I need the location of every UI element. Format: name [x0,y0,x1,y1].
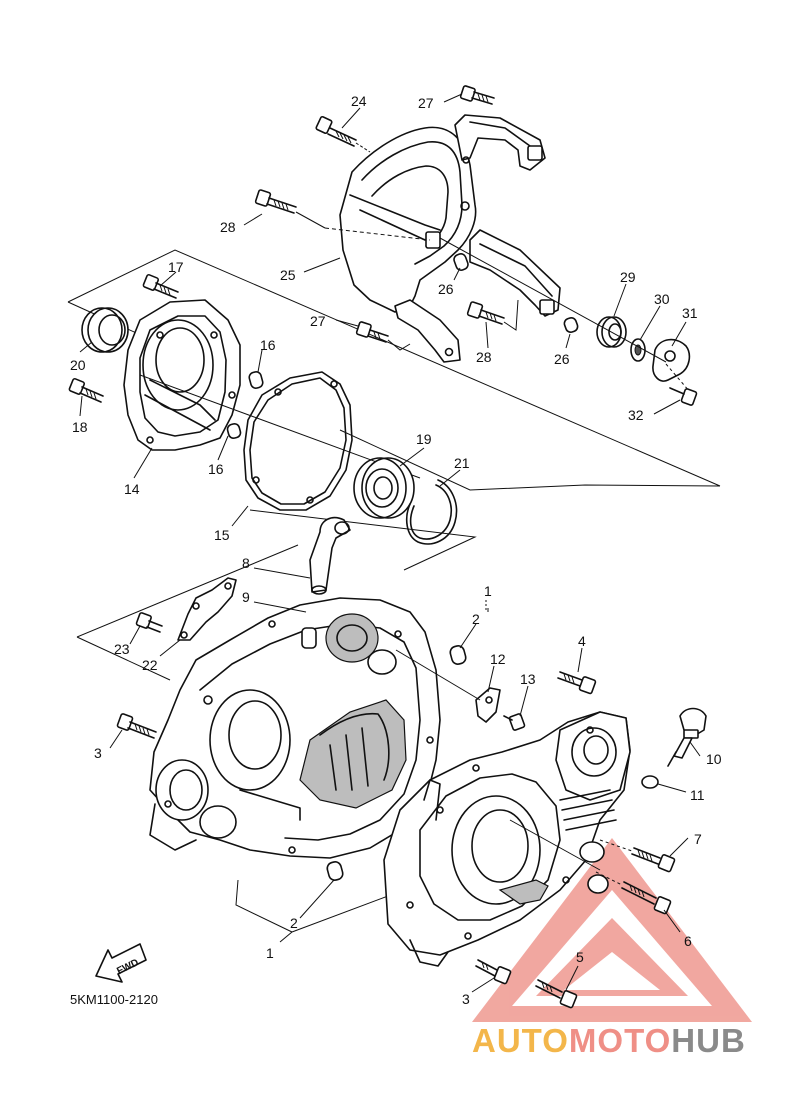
bolt-18 [68,377,104,403]
bolt-24 [315,115,371,153]
callout-30: 30 [654,291,670,307]
callout-27a: 27 [418,95,434,111]
bolt-27a [459,85,495,105]
right-case-axis-line-2 [509,819,601,871]
callout-25: 25 [280,267,296,283]
gasket-15 [243,371,353,511]
right-case-axis-line [395,649,481,701]
callout-14: 14 [124,481,140,497]
callout-10: 10 [706,751,722,767]
bolt-4 [557,671,597,695]
leader-lines [79,93,701,993]
callout-2b: 2 [290,915,298,931]
bolt-28a [254,189,431,241]
watermark-triangle [472,838,752,1022]
bolt-7 [599,839,676,873]
callout-5: 5 [576,949,584,965]
watermark-part1: AUTO [472,1022,569,1059]
svg-text:AUTOMOTOHUB: AUTOMOTOHUB [472,1022,746,1059]
group-boundary-lower [76,544,489,933]
crankcase-right-1 [383,711,631,967]
callout-1a: 1 [484,583,492,599]
callout-28a: 28 [220,219,236,235]
callout-2a: 2 [472,611,480,627]
o-ring-11 [641,775,659,789]
bearing-29 [596,316,627,348]
drain-plug-10 [667,707,707,767]
watermark-part3: HUB [671,1022,746,1059]
bolt-27b [355,321,411,351]
callout-3b: 3 [462,991,470,1007]
dowel-pin-26b [563,316,579,334]
callout-22: 22 [142,657,158,673]
callout-31: 31 [682,305,698,321]
callout-12: 12 [490,651,506,667]
callout-15: 15 [214,527,230,543]
callout-9: 9 [242,589,250,605]
callout-7: 7 [694,831,702,847]
callout-11: 11 [690,787,705,803]
callout-21: 21 [454,455,470,471]
diagram-code: 5KM1100-2120 [70,992,158,1007]
shaft-axis-line [439,237,667,363]
dowel-pin-16a [248,371,264,389]
bracket-plate-22 [177,577,237,641]
callout-29: 29 [620,269,636,285]
bolt-17 [142,273,179,299]
plate-12 [475,687,501,723]
cover-axis-line [139,374,421,479]
forward-arrow: FWD [95,943,147,983]
callout-19: 19 [416,431,432,447]
bearing-19 [353,457,415,519]
bolt-3b [475,959,512,985]
callout-24: 24 [351,93,367,109]
bolt-23 [135,612,163,633]
dowel-pin-26a [453,253,469,271]
callout-32: 32 [628,407,644,423]
callout-20: 20 [70,357,86,373]
watermark-logo: AUTOMOTOHUB [472,1022,746,1059]
callout-23: 23 [114,641,130,657]
bolt-6 [595,871,672,915]
crankcase-left-1 [149,597,441,859]
plate-31 [652,338,691,393]
callout-13: 13 [520,671,536,687]
dowel-pin-2b [326,861,344,881]
callout-18: 18 [72,419,88,435]
bolt-13 [503,713,526,731]
callout-27b: 27 [310,313,326,329]
callout-16a: 16 [260,337,276,353]
callout-16b: 16 [208,461,224,477]
callout-8: 8 [242,555,250,571]
callout-17: 17 [168,259,184,275]
callout-1b: 1 [266,945,274,961]
dowel-pin-16b [226,423,242,439]
bolt-32 [669,387,698,406]
side-cover-25 [339,114,561,363]
oil-seal-20 [81,307,129,353]
callout-3a: 3 [94,745,102,761]
watermark-part2: MOTO [569,1022,671,1059]
bolt-5 [535,979,578,1009]
bolt-3a [116,713,157,739]
crankcase-cover-14 [123,299,241,451]
callout-26b: 26 [554,351,570,367]
breather-hose-8 [309,516,351,595]
washer-30 [630,338,646,362]
callout-labels: 24 27 28 25 26 27 28 26 29 30 31 32 17 2… [70,93,722,1007]
callout-6: 6 [684,933,692,949]
dowel-pin-2a [449,645,467,665]
circlip-21 [405,479,458,545]
callout-28b: 28 [476,349,492,365]
bolt-28b [466,299,519,331]
callout-26a: 26 [438,281,454,297]
callout-4: 4 [578,633,586,649]
